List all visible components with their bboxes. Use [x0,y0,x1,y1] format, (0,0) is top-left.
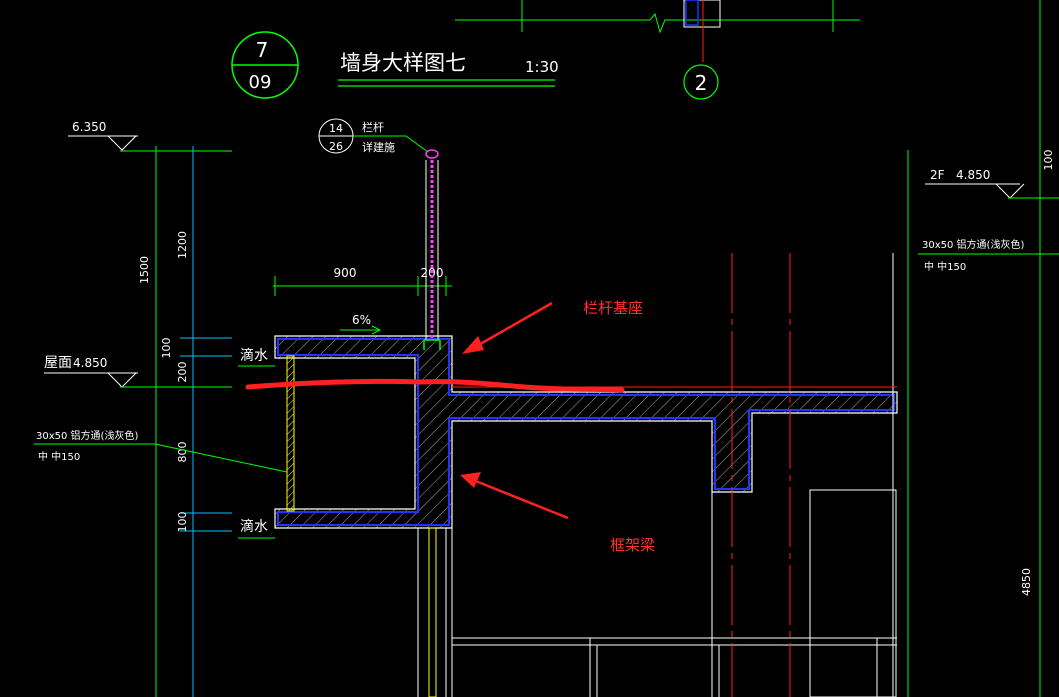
left-elevations: 6.350 屋面 4.850 [44,120,232,388]
alum-left-line1: 30x50 铝方通(浅灰色) [36,429,138,442]
slope-label: 6% [352,313,371,327]
elev-roof-label: 屋面 [44,355,72,371]
horizontal-dimension: 900 200 [273,266,452,296]
drawing-scale: 1:30 [525,58,559,76]
callout-number: 14 [329,122,343,135]
right-elevations: 2F 4.850 100 4850 [925,150,1059,596]
lower-walls [417,0,1041,697]
callout-text-2: 详建施 [362,140,395,154]
concrete-section [274,335,898,529]
elev-floor-label: 2F [930,168,945,182]
frame-beam-annotation: 框架梁 [610,536,655,554]
detail-sheet: 09 [249,72,272,93]
vertical-dimension-chain: 1500 1200 100 200 800 100 [138,146,232,697]
callout-text-1: 栏杆 [362,120,384,134]
drawing-title: 墙身大样图七 [340,51,466,75]
left-aluminium-note: 30x50 铝方通(浅灰色) 中 中150 [34,429,288,473]
elev-top-value: 6.350 [72,120,106,134]
drip-top-label: 滴水 [240,347,268,364]
drip-notes: 滴水 滴水 [238,347,275,539]
slope-note: 6% [340,313,382,335]
elev-roof-value: 4.850 [73,356,107,370]
axis-label: 2 [695,71,708,95]
railing-callout: 14 26 栏杆 详建施 [318,118,429,154]
elev-floor-value: 4.850 [956,168,990,182]
dim-100-bottom: 100 [176,512,189,533]
dim-800: 800 [176,442,189,463]
red-markup: 栏杆基座 框架梁 [245,299,655,554]
alum-right-line2: 中 中150 [924,260,966,273]
drawing-title-block: 7 09 墙身大样图七 1:30 [231,31,559,99]
drip-bottom-label: 滴水 [240,518,268,535]
top-partial-view: 2 [455,0,860,100]
dim-1200: 1200 [176,231,189,259]
dim-100-top: 100 [160,338,173,359]
dim-100-right: 100 [1042,150,1055,171]
alum-left-line2: 中 中150 [38,450,80,463]
right-aluminium-note: 30x50 铝方通(浅灰色) 中 中150 [918,238,1059,273]
dim-4850: 4850 [1020,568,1033,596]
dim-900: 900 [334,266,357,280]
detail-number: 7 [256,38,269,62]
callout-sheet: 26 [329,140,343,153]
railing-base-annotation: 栏杆基座 [583,299,643,317]
axis-bubble [683,64,719,100]
dim-200: 200 [176,362,189,383]
aluminium-louver [286,355,295,512]
railing [423,149,441,350]
dim-1500: 1500 [138,256,151,284]
alum-right-line1: 30x50 铝方通(浅灰色) [922,238,1024,251]
